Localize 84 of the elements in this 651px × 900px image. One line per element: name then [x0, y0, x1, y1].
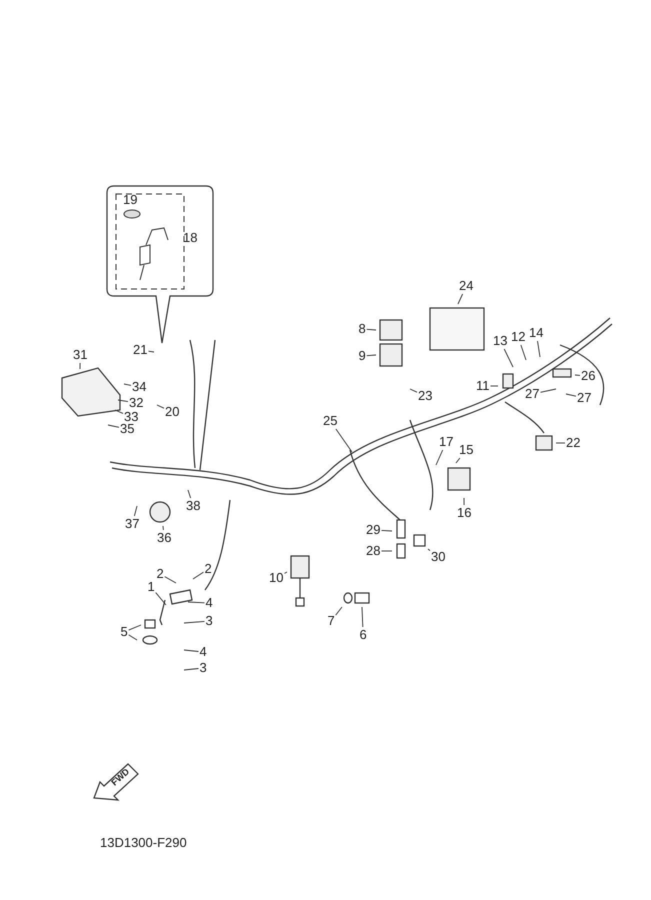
leader-line: [537, 340, 540, 358]
leader-line: [456, 458, 460, 464]
leader-line: [381, 530, 392, 532]
drawing-code: 13D1300-F290: [100, 836, 187, 850]
leader-line: [184, 620, 205, 624]
leader-line: [118, 400, 128, 402]
callout-number: 5: [120, 625, 128, 639]
leader-line: [156, 404, 164, 409]
leader-line: [335, 428, 352, 452]
leader-line: [362, 606, 364, 628]
leader-line: [128, 634, 138, 640]
leader-line: [108, 424, 120, 428]
leader-line: [114, 410, 124, 414]
callout-number: 4: [200, 645, 207, 659]
callout-number: 12: [511, 330, 526, 344]
callout-number: 27: [577, 391, 592, 405]
leader-line: [128, 624, 142, 631]
callout-number: 16: [457, 506, 472, 520]
callout-number: 20: [165, 405, 180, 419]
leader-line: [566, 394, 576, 397]
callout-number: 7: [328, 614, 335, 628]
callout-number: 38: [186, 499, 200, 513]
leader-line: [520, 344, 526, 360]
leader-line: [162, 526, 164, 530]
callout-number: 14: [529, 326, 544, 340]
leader-line: [335, 606, 342, 616]
leader-line: [410, 388, 418, 393]
callout-number: 13: [493, 334, 508, 348]
leader-line: [458, 294, 464, 304]
callout-number: 18: [183, 231, 198, 245]
leader-line: [124, 384, 132, 386]
callout-number: 34: [132, 380, 146, 394]
callout-number: 36: [157, 531, 172, 545]
callout-number: 29: [366, 523, 380, 537]
leader-line: [366, 328, 376, 330]
callout-number: 3: [206, 614, 213, 628]
callout-number: 21: [133, 343, 148, 357]
callout-number: 11: [476, 379, 490, 393]
leader-line: [428, 548, 430, 552]
leader-line: [504, 348, 514, 368]
callout-number: 37: [125, 517, 140, 531]
leader-line: [184, 650, 199, 652]
leader-line: [188, 602, 205, 604]
leader-line: [80, 362, 81, 370]
callout-number: 15: [459, 443, 474, 457]
callout-number: 31: [73, 348, 88, 362]
leader-line: [366, 354, 376, 356]
leader-line: [284, 572, 288, 574]
callout-number: 27: [525, 387, 540, 401]
leader-line: [164, 576, 176, 584]
callout-number: 3: [200, 661, 207, 675]
leader-line: [188, 490, 192, 498]
leader-line: [155, 592, 166, 606]
leader-line: [148, 350, 154, 352]
callout-number: 32: [129, 396, 144, 410]
leader-line: [381, 550, 392, 552]
callout-number: 10: [269, 571, 284, 585]
callout-number: 22: [566, 436, 580, 450]
callout-number: 24: [459, 279, 474, 293]
leader-line: [574, 374, 580, 376]
callout-number: 2: [156, 567, 164, 581]
callout-number: 2: [204, 562, 212, 576]
callout-number: 30: [431, 550, 446, 564]
leader-line: [184, 668, 199, 670]
callout-number: 4: [206, 596, 213, 610]
callout-number: 33: [124, 410, 138, 424]
callout-number: 8: [358, 322, 366, 336]
callout-number: 1: [148, 580, 155, 594]
leader-line: [556, 442, 566, 444]
callout-number: 23: [418, 389, 432, 403]
leader-line: [464, 498, 465, 506]
callout-number: 19: [123, 193, 138, 207]
callout-number: 25: [323, 414, 338, 428]
leader-line: [540, 388, 556, 393]
leader-line: [192, 572, 204, 580]
inset-callout-box: [106, 185, 214, 345]
callout-number: 6: [360, 628, 367, 642]
callout-number: 9: [358, 349, 366, 363]
callout-number: 28: [366, 544, 380, 558]
callout-number: 17: [439, 435, 454, 449]
leader-line: [436, 450, 444, 466]
leader-line: [134, 506, 138, 516]
callout-number: 35: [120, 422, 134, 436]
callout-number: 26: [581, 369, 596, 383]
